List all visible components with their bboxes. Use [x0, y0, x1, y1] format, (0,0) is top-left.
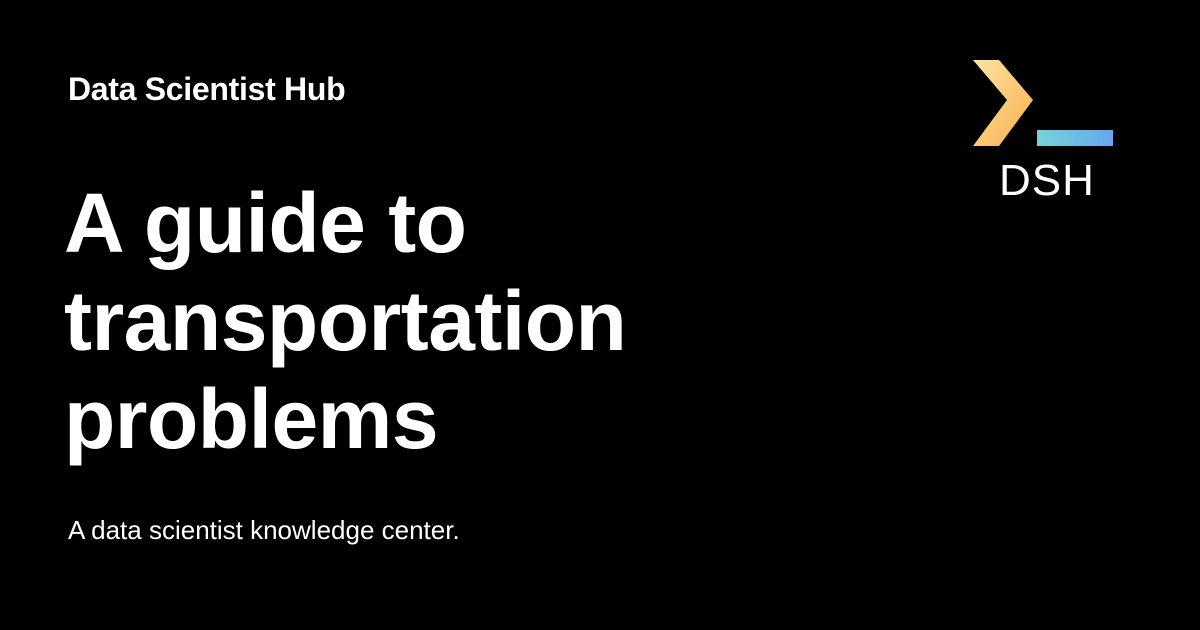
chevron-shape — [973, 60, 1033, 146]
headline-line-2: transportation — [64, 274, 627, 368]
tagline: A data scientist knowledge center. — [68, 515, 460, 545]
terminal-prompt-icon — [973, 60, 1113, 146]
logo-text: DSH — [999, 156, 1095, 205]
headline: A guide to transportation problems — [64, 174, 824, 468]
dsh-logo: DSH — [966, 56, 1122, 206]
headline-line-3: problems — [64, 372, 439, 466]
site-name: Data Scientist Hub — [68, 71, 346, 107]
headline-line-1: A guide to — [64, 176, 467, 270]
underscore-bar — [1037, 130, 1113, 146]
